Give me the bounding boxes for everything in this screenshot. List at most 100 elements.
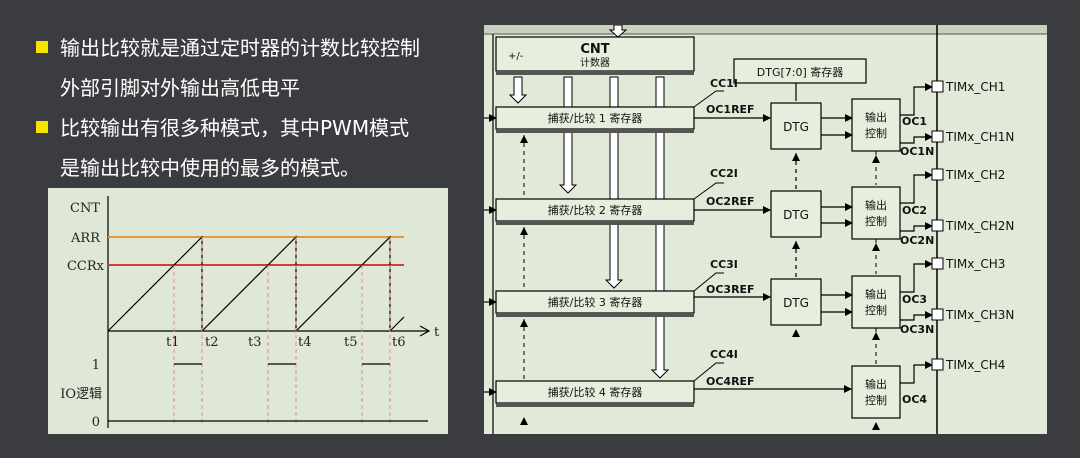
channel-row-4: 捕获/比较 4 寄存器 CC4I OC4REF 输出 控制 OC4 TIMx_C… xyxy=(484,348,1005,419)
oc2n-label: OC2N xyxy=(900,234,934,247)
cc2i-zigzag xyxy=(693,182,724,200)
oc4-label: OC4 xyxy=(902,393,927,406)
output-control-3-line1: 输出 xyxy=(865,287,887,301)
output-control-1-line2: 控制 xyxy=(865,126,887,140)
cc3-register-shadow xyxy=(496,313,694,317)
x-axis-arrow xyxy=(419,325,431,337)
dashed-connectors xyxy=(523,135,877,379)
oc2-path xyxy=(900,171,933,204)
cc1-register-label: 捕获/比较 1 寄存器 xyxy=(548,111,643,125)
pin-ch3 xyxy=(931,257,944,270)
output-control-3-line2: 控制 xyxy=(865,303,887,317)
cc1-register-shadow xyxy=(496,129,694,133)
tick-t1: t1 xyxy=(166,335,180,350)
counter-sawtooth xyxy=(107,235,391,333)
output-control-2-line2: 控制 xyxy=(865,214,887,228)
oc2-label: OC2 xyxy=(902,204,927,217)
cnt-plus-minus: +/- xyxy=(508,51,524,62)
pin-ch2n xyxy=(931,219,944,232)
pin-ch1n xyxy=(931,130,944,143)
channel-row-1: 捕获/比较 1 寄存器 CC1I OC1REF DTG 输出 控制 OC1 OC… xyxy=(484,77,1014,158)
tick-t6: t6 xyxy=(392,335,406,350)
dtg-register-block xyxy=(733,58,867,84)
oc3ref-label: OC3REF xyxy=(706,283,755,296)
cc4i-zigzag xyxy=(693,362,724,382)
oc3n-label: OC3N xyxy=(900,323,934,336)
cc4-register-label: 捕获/比较 4 寄存器 xyxy=(548,385,643,399)
oc1n-label: OC1N xyxy=(900,145,934,158)
cc3i-label: CC3I xyxy=(710,258,738,271)
label-io-logic: IO逻辑 xyxy=(60,387,102,402)
output-control-1-line1: 输出 xyxy=(865,110,887,124)
pin-ch3n xyxy=(931,308,944,321)
cc1i-zigzag xyxy=(693,90,724,108)
oc3-path xyxy=(900,260,933,293)
oc4ref-label: OC4REF xyxy=(706,375,755,388)
label-cnt: CNT xyxy=(70,201,100,216)
cnt-block-shadow xyxy=(496,71,694,75)
dtg-2-label: DTG xyxy=(783,208,809,222)
dtg-3-block xyxy=(770,278,822,326)
oc1-label: OC1 xyxy=(902,115,927,128)
upward-arrowheads xyxy=(520,135,880,430)
label-t: t xyxy=(434,325,440,340)
ch1-label: TIMx_CH1 xyxy=(945,80,1005,94)
block-svg: +/- CNT 计数器 DTG[7:0] 寄存器 捕获/比较 1 寄存器 CC1… xyxy=(484,25,1047,434)
cc4i-label: CC4I xyxy=(710,348,738,361)
oc1n-path xyxy=(900,133,933,144)
oc3-label: OC3 xyxy=(902,293,927,306)
bullet-marker xyxy=(36,121,48,133)
ch3n-label: TIMx_CH3N xyxy=(945,308,1014,322)
label-zero: 0 xyxy=(92,415,100,430)
counter-sawtooth-tail xyxy=(389,316,405,332)
bullet-list: 输出比较就是通过定时器的计数比较控制 外部引脚对外输出高低电平 比较输出有很多种… xyxy=(30,28,450,188)
ch4-label: TIMx_CH4 xyxy=(945,358,1005,372)
output-control-4 xyxy=(851,365,901,419)
cc4-register-shadow xyxy=(496,403,694,407)
channel-row-3: 捕获/比较 3 寄存器 CC3I OC3REF DTG 输出 控制 OC3 OC… xyxy=(484,257,1014,336)
label-one: 1 xyxy=(92,358,100,373)
label-ccrx: CCRx xyxy=(67,259,105,274)
cc2-register-shadow xyxy=(496,221,694,225)
dtg-1-block xyxy=(770,102,822,150)
ch3-label: TIMx_CH3 xyxy=(945,257,1005,271)
pin-ch4 xyxy=(931,358,944,371)
channel-row-2: 捕获/比较 2 寄存器 CC2I OC2REF DTG 输出 控制 OC2 OC… xyxy=(484,167,1014,247)
output-control-3 xyxy=(851,275,901,329)
tick-t3: t3 xyxy=(248,335,262,350)
dtg-2-block xyxy=(770,190,822,238)
output-control-4-line2: 控制 xyxy=(865,393,887,407)
output-control-2-line1: 输出 xyxy=(865,198,887,212)
label-arr: ARR xyxy=(70,231,101,246)
bullet-item-1: 输出比较就是通过定时器的计数比较控制 外部引脚对外输出高低电平 xyxy=(30,28,450,108)
cc3-register-label: 捕获/比较 3 寄存器 xyxy=(548,295,643,309)
dtg-1-label: DTG xyxy=(783,120,809,134)
bullet-item-2: 比较输出有很多种模式，其中PWM模式 是输出比较中使用的最多的模式。 xyxy=(30,108,450,188)
bullet-1-line-2: 外部引脚对外输出高低电平 xyxy=(60,76,300,100)
timing-svg: CNT ARR CCRx 1 IO逻辑 0 t t1 t2 t3 t4 t5 t… xyxy=(60,196,440,430)
pin-ch1 xyxy=(931,80,944,93)
output-control-2 xyxy=(851,186,901,240)
ch2n-label: TIMx_CH2N xyxy=(945,219,1014,233)
pwm-timing-diagram: CNT ARR CCRx 1 IO逻辑 0 t t1 t2 t3 t4 t5 t… xyxy=(48,188,448,434)
output-control-1 xyxy=(851,98,901,152)
timer-block-diagram: +/- CNT 计数器 DTG[7:0] 寄存器 捕获/比较 1 寄存器 CC1… xyxy=(484,25,1047,434)
oc3n-path xyxy=(900,311,933,321)
cc3i-zigzag xyxy=(693,272,724,292)
dtg-register-label: DTG[7:0] 寄存器 xyxy=(757,65,844,79)
tick-t4: t4 xyxy=(298,335,312,350)
cc1i-label: CC1I xyxy=(710,77,738,90)
tick-t2: t2 xyxy=(205,335,219,350)
cc2i-label: CC2I xyxy=(710,167,738,180)
bullet-1-line-1: 输出比较就是通过定时器的计数比较控制 xyxy=(60,36,420,60)
output-control-4-line1: 输出 xyxy=(865,377,887,391)
dtg-3-label: DTG xyxy=(783,296,809,310)
tick-t5: t5 xyxy=(344,335,358,350)
cnt-subtitle: 计数器 xyxy=(580,56,610,69)
oc1-path xyxy=(900,83,933,116)
bullet-2-line-1: 比较输出有很多种模式，其中PWM模式 xyxy=(60,116,410,140)
bullet-marker xyxy=(36,41,48,53)
cnt-title: CNT xyxy=(580,42,609,57)
oc2ref-label: OC2REF xyxy=(706,195,755,208)
dashed-markers xyxy=(173,237,391,424)
